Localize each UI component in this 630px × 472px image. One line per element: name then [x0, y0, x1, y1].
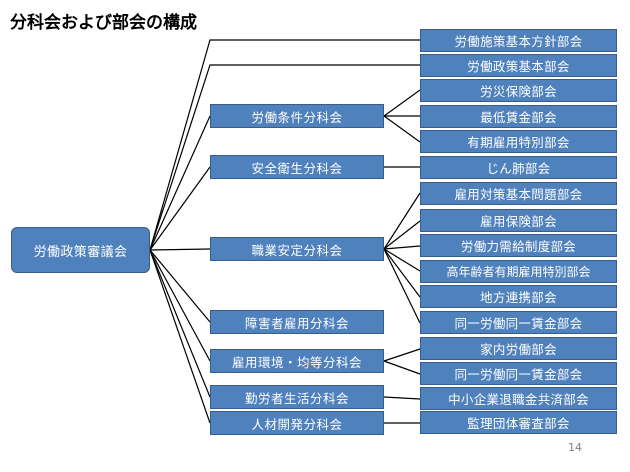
root-label: 労働政策審議会 [33, 244, 128, 260]
bukai-box: 中小企業退職金共済部会 [420, 387, 617, 410]
bukai-label: 有期雇用特別部会 [467, 135, 570, 150]
subcommittee-label: 雇用環境・均等分科会 [231, 354, 362, 370]
bukai-box: 雇用対策基本問題部会 [420, 182, 617, 205]
bukai-label: 同一労働同一賃金部会 [454, 367, 583, 382]
bukai-label: 労働施策基本方針部会 [454, 34, 583, 49]
bukai-box: 労働政策基本部会 [420, 54, 617, 77]
subcommittee-box: 障害者雇用分科会 [210, 310, 384, 334]
root-box: 労働政策審議会 [11, 227, 150, 273]
bukai-box: 雇用保険部会 [420, 209, 617, 232]
bukai-box: 労働力需給制度部会 [420, 234, 617, 257]
bukai-label: じん肺部会 [486, 161, 551, 176]
bukai-box: 有期雇用特別部会 [420, 130, 617, 153]
bukai-box: 地方連携部会 [420, 285, 617, 308]
subcommittee-label: 安全衛生分科会 [251, 160, 343, 176]
bukai-box: じん肺部会 [420, 156, 617, 179]
bukai-label: 雇用対策基本問題部会 [454, 187, 583, 202]
bukai-label: 家内労働部会 [480, 342, 557, 357]
bukai-box: 家内労働部会 [420, 337, 617, 360]
subcommittee-label: 勤労者生活分科会 [244, 390, 349, 406]
bukai-label: 最低賃金部会 [480, 110, 557, 125]
bukai-box: 監理団体審査部会 [420, 411, 617, 434]
subcommittee-label: 障害者雇用分科会 [244, 315, 349, 331]
subcommittee-box: 勤労者生活分科会 [210, 385, 384, 409]
bukai-label: 労働力需給制度部会 [460, 239, 577, 254]
bukai-box: 同一労働同一賃金部会 [420, 362, 617, 385]
bukai-label: 高年齢者有期雇用特別部会 [446, 265, 591, 279]
bukai-box: 労災保険部会 [420, 79, 617, 102]
bukai-box: 労働施策基本方針部会 [420, 29, 617, 52]
subcommittee-label: 人材開発分科会 [251, 416, 343, 432]
page-number: 14 [568, 441, 582, 454]
subcommittee-label: 職業安定分科会 [251, 242, 343, 258]
subcommittee-box: 雇用環境・均等分科会 [210, 349, 384, 373]
bukai-label: 雇用保険部会 [480, 214, 557, 229]
subcommittee-box: 人材開発分科会 [210, 411, 384, 435]
bukai-label: 労働政策基本部会 [467, 59, 570, 74]
bukai-box: 最低賃金部会 [420, 105, 617, 128]
bukai-box: 同一労働同一賃金部会 [420, 311, 617, 334]
subcommittee-label: 労働条件分科会 [251, 109, 343, 125]
bukai-label: 同一労働同一賃金部会 [454, 316, 583, 331]
page-title: 分科会および部会の構成 [10, 13, 197, 33]
bukai-label: 監理団体審査部会 [467, 416, 570, 431]
subcommittee-box: 安全衛生分科会 [210, 155, 384, 179]
subcommittee-box: 労働条件分科会 [210, 104, 384, 128]
bukai-label: 中小企業退職金共済部会 [448, 392, 589, 407]
bukai-label: 労災保険部会 [480, 84, 557, 99]
bukai-box: 高年齢者有期雇用特別部会 [420, 260, 617, 283]
bukai-label: 地方連携部会 [480, 290, 557, 305]
subcommittee-box: 職業安定分科会 [210, 237, 384, 261]
